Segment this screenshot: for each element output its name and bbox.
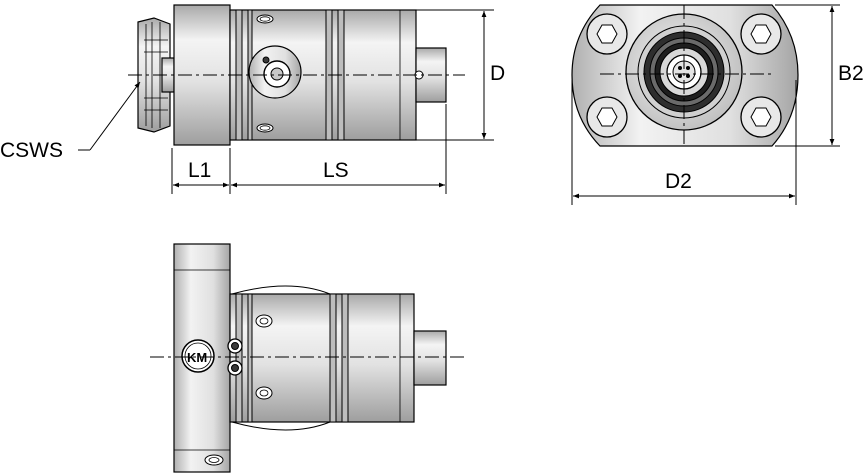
hex-screw-bl bbox=[586, 96, 628, 138]
top-view bbox=[150, 243, 465, 473]
hex-screw-tr bbox=[740, 13, 782, 55]
km-logo bbox=[181, 339, 215, 373]
central-bore bbox=[625, 13, 743, 131]
hex-screw-br bbox=[740, 96, 782, 138]
csws-leader: CSWS bbox=[0, 81, 141, 162]
label-d: D bbox=[490, 62, 505, 85]
label-csws: CSWS bbox=[0, 139, 63, 162]
top-view-housing bbox=[229, 293, 415, 423]
label-l1: L1 bbox=[188, 159, 211, 182]
dimension-d: D bbox=[416, 9, 505, 141]
dimension-b2: B2 bbox=[775, 4, 864, 147]
label-b2: B2 bbox=[838, 62, 864, 85]
label-d2: D2 bbox=[665, 170, 692, 193]
dimension-d2: D2 bbox=[571, 80, 797, 205]
front-view: B2 D2 bbox=[571, 4, 864, 205]
top-view-spigot bbox=[413, 330, 447, 386]
hex-screw-tl bbox=[586, 13, 628, 55]
label-ls: LS bbox=[323, 159, 349, 182]
km-logo-text: KM bbox=[187, 350, 207, 365]
side-view: D L1 LS CSWS bbox=[0, 4, 505, 194]
dimension-l1-ls: L1 LS bbox=[171, 104, 447, 194]
